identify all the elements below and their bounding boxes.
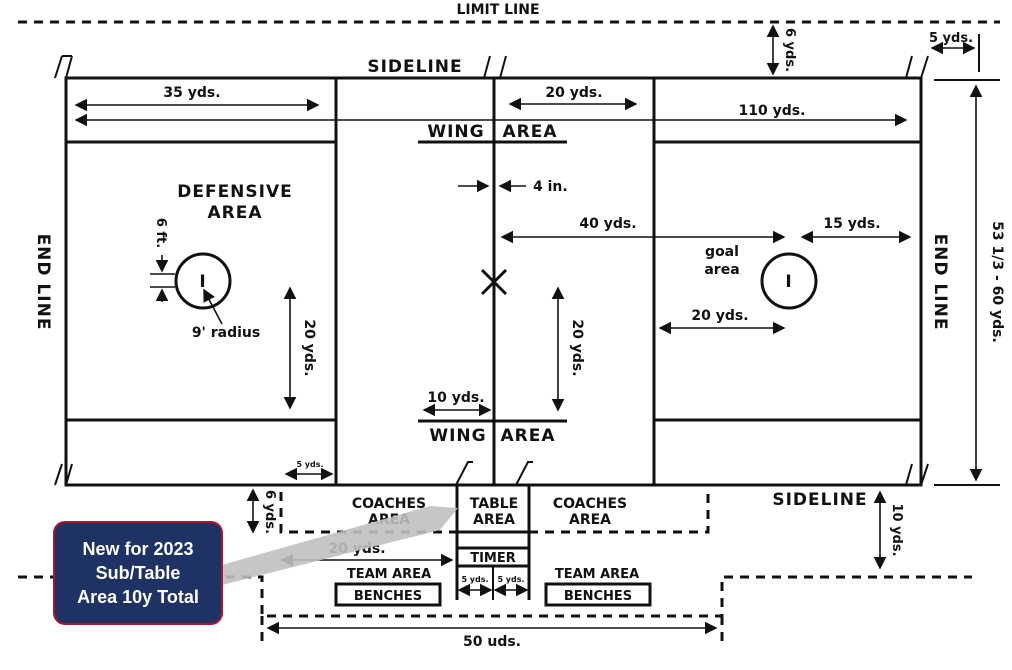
dim-20-goal-label: 20 yds. <box>691 308 748 324</box>
dim-5-table-right-label: 5 yds. <box>497 575 524 584</box>
bench-right <box>544 582 652 607</box>
callout-line-1: New for 2023 <box>82 539 194 559</box>
sideline-top-label: SIDELINE <box>367 57 462 77</box>
wing-area-top-label-2: AREA <box>502 122 557 142</box>
defensive-area-label-2: AREA <box>207 203 262 223</box>
defensive-area-label-1: DEFENSIVE <box>177 182 293 202</box>
dim-110-label: 110 yds. <box>739 103 806 119</box>
wing-area-bottom-label-2: AREA <box>500 426 555 446</box>
radius-arrow <box>203 288 223 325</box>
dim-40-label: 40 yds. <box>579 216 636 232</box>
callout-line-3: Area 10y Total <box>77 587 199 607</box>
table-area-label-1: TABLE <box>470 496 518 512</box>
dim-35-label: 35 yds. <box>163 85 220 101</box>
limit-line-label: LIMIT LINE <box>456 2 539 18</box>
dim-20-vert-center-label: 20 yds. <box>569 319 585 376</box>
bench-left-label: BENCHES <box>354 589 422 604</box>
goal-crease-right <box>760 252 818 310</box>
center-x-mark <box>480 268 508 296</box>
goal-area-label-2: area <box>704 262 739 278</box>
end-line-left-label: END LINE <box>33 234 53 331</box>
wing-area-bottom-label-1: WING <box>429 426 486 446</box>
team-area-right-label: TEAM AREA <box>555 567 639 582</box>
six-ft-label: 6 ft. <box>153 218 168 248</box>
dim-5-table-left-label: 5 yds. <box>461 575 488 584</box>
corner-flags <box>54 55 929 486</box>
goal-area-label-1: goal <box>705 244 739 260</box>
callout-pointer <box>222 506 458 585</box>
dim-15-label: 15 yds. <box>823 216 880 232</box>
bench-left <box>334 582 442 607</box>
wing-area-top-label-1: WING <box>427 122 484 142</box>
dim-50-label: 50 uds. <box>463 634 521 650</box>
bench-right-label: BENCHES <box>564 589 632 604</box>
dim-6-top-label: 6 yds. <box>782 28 797 72</box>
new-for-2023-callout: New for 2023 Sub/Table Area 10y Total <box>53 521 223 625</box>
dim-5-top-label: 5 yds. <box>929 31 973 46</box>
goal-crease-left <box>174 252 232 310</box>
coaches-area-left-label-1: COACHES <box>352 496 426 512</box>
dim-width-label: 53 1/3 - 60 yds. <box>989 221 1005 343</box>
goal-marker-left: I <box>199 272 206 292</box>
coaches-area-right-label-1: COACHES <box>553 496 627 512</box>
dim-20-vert-left-label: 20 yds. <box>301 319 317 376</box>
team-area-left-label: TEAM AREA <box>347 567 431 582</box>
dim-20-top-label: 20 yds. <box>545 85 602 101</box>
sideline-bottom-label: SIDELINE <box>772 490 867 510</box>
dim-10-bottom-label: 10 yds. <box>889 503 904 556</box>
limit-line-bottom-step <box>260 616 724 648</box>
goal-marker-right: I <box>785 272 792 292</box>
timer-label: TIMER <box>470 551 516 566</box>
coaches-area-right-label-2: AREA <box>569 512 611 528</box>
coaches-area-outline <box>279 492 710 534</box>
limit-line-bottom-left <box>18 575 972 618</box>
table-area-label-2: AREA <box>473 512 515 528</box>
callout-line-2: Sub/Table <box>95 563 181 583</box>
dim-5-small-label: 5 yds. <box>296 460 323 469</box>
dim-10-label: 10 yds. <box>427 390 484 406</box>
dim-6-bottom-label: 6 yds. <box>262 490 277 534</box>
dim-4in-label: 4 in. <box>533 179 568 195</box>
radius-label: 9' radius <box>192 325 260 341</box>
end-line-right-label: END LINE <box>930 234 950 331</box>
